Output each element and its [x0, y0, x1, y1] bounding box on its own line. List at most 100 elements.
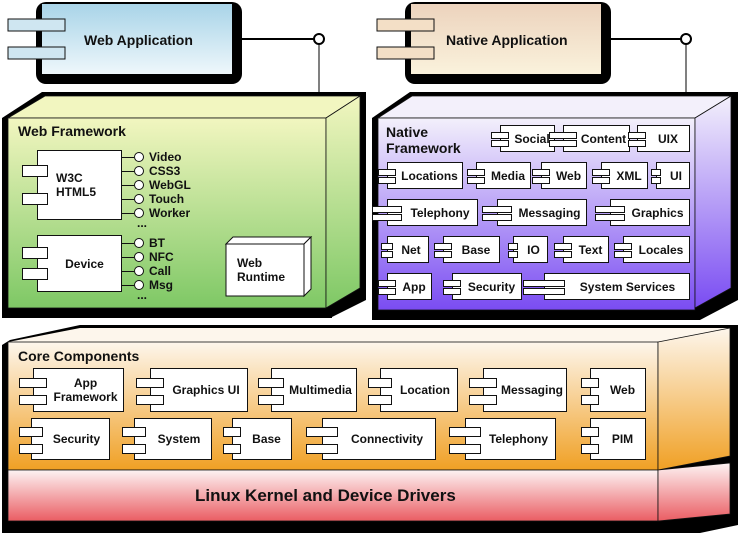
component-label: Messaging: [518, 205, 581, 220]
core-component-pim[interactable]: PIM: [590, 418, 646, 460]
component-tab-icon: [378, 287, 396, 295]
component-tab-icon: [581, 395, 599, 406]
component-tab-icon: [378, 279, 396, 287]
component-tab-icon: [549, 139, 577, 147]
component-tab-icon: [136, 395, 164, 406]
component-label: Multimedia: [289, 383, 352, 397]
component-tab-icon: [19, 444, 43, 455]
core-component-multimedia[interactable]: Multimedia: [271, 368, 357, 412]
component-tab-icon: [434, 250, 452, 258]
component-tab-icon: [592, 176, 610, 184]
component-tab-icon: [449, 427, 481, 438]
web-runtime-label: Web Runtime: [237, 256, 285, 284]
component-tab-icon: [469, 395, 497, 406]
component-label: Graphics: [631, 205, 684, 220]
component-label: Location: [400, 383, 450, 397]
component-tab-icon: [554, 242, 572, 250]
interface-lollipop-icon: [134, 208, 144, 218]
component-tab-icon: [449, 444, 481, 455]
component-tab-icon: [122, 444, 146, 455]
interface-lollipop-icon: [134, 194, 144, 204]
component-label: System Services: [579, 279, 676, 294]
native-component-net[interactable]: Net: [387, 236, 429, 263]
component-tab-icon: [443, 287, 461, 295]
component-tab-icon: [508, 250, 518, 258]
component-label: Base: [461, 242, 491, 257]
component-tab-icon: [523, 279, 565, 287]
core-component-system[interactable]: System: [134, 418, 212, 460]
component-tab-icon: [581, 427, 599, 438]
native-component-locales[interactable]: Locales: [623, 236, 690, 263]
component-label: Security: [467, 279, 516, 294]
device-component[interactable]: Device: [37, 235, 122, 292]
core-component-location[interactable]: Location: [380, 368, 458, 412]
component-tab-icon: [482, 205, 512, 213]
core-component-graphics-ui[interactable]: Graphics UI: [150, 368, 248, 412]
component-label: Content: [580, 131, 627, 146]
component-label: Net: [401, 242, 421, 257]
component-tab-icon: [306, 444, 338, 455]
component-label: Telephony: [488, 432, 549, 446]
component-label: Telephony: [410, 205, 470, 220]
component-tab-icon: [628, 131, 646, 139]
component-tab-icon: [372, 213, 402, 221]
component-tab-icon: [19, 377, 47, 388]
component-tab-icon: [136, 377, 164, 388]
component-label: UI: [670, 168, 682, 183]
component-tab-icon: [592, 168, 610, 176]
html5-label: HTML5: [56, 185, 96, 199]
component-tab-icon: [223, 427, 241, 438]
web-runtime-node[interactable]: [225, 236, 315, 298]
native-component-locations[interactable]: Locations: [387, 162, 463, 189]
native-application-label: Native Application: [446, 32, 568, 48]
interface-lollipop-icon: [134, 152, 144, 162]
component-tab-icon: [19, 395, 47, 406]
component-label: Base: [252, 432, 281, 446]
native-component-security[interactable]: Security: [452, 273, 522, 300]
native-component-messaging[interactable]: Messaging: [497, 199, 587, 226]
core-component-messaging[interactable]: Messaging: [483, 368, 567, 412]
component-tab-icon: [628, 139, 646, 147]
native-component-ui[interactable]: UI: [656, 162, 690, 189]
component-label: Security: [52, 432, 101, 446]
component-tab-icon: [368, 377, 392, 388]
component-label: PIM: [611, 432, 634, 446]
component-label: Text: [578, 242, 603, 257]
component-tab-icon: [372, 205, 402, 213]
interface-lollipop-icon: [134, 280, 144, 290]
component-label: Messaging: [500, 383, 563, 397]
component-tab-icon: [378, 168, 396, 176]
native-application-shape: [376, 2, 692, 95]
native-component-system-services[interactable]: System Services: [544, 273, 690, 300]
component-tab-icon: [467, 168, 485, 176]
web-application-shape: [7, 2, 325, 95]
more-interfaces-ellipsis: ...: [137, 216, 148, 230]
component-tab-icon: [381, 250, 393, 258]
component-label: Locales: [638, 242, 684, 257]
core-component-security[interactable]: Security: [31, 418, 110, 460]
native-component-graphics[interactable]: Graphics: [610, 199, 690, 226]
component-tab-icon: [122, 427, 146, 438]
native-component-uix[interactable]: UIX: [637, 125, 690, 152]
component-tab-icon: [467, 176, 485, 184]
component-tab-icon: [554, 250, 572, 258]
component-label: Connectivity: [350, 432, 423, 446]
component-tab-icon: [19, 427, 43, 438]
core-component-web[interactable]: Web: [590, 368, 646, 412]
core-component-base[interactable]: Base: [232, 418, 292, 460]
interface-webgl: WebGL: [122, 178, 191, 192]
interface-lollipop-icon: [134, 180, 144, 190]
native-component-base[interactable]: Base: [443, 236, 500, 263]
component-tab-icon: [491, 139, 509, 147]
component-tab-icon: [378, 176, 396, 184]
native-component-telephony[interactable]: Telephony: [387, 199, 478, 226]
component-tab-icon: [258, 377, 284, 388]
native-component-io[interactable]: IO: [513, 236, 548, 263]
component-tab-icon: [443, 279, 461, 287]
web-framework-title: Web Framework: [18, 123, 126, 139]
component-tab-icon: [482, 213, 512, 221]
component-label: IO: [527, 242, 540, 257]
core-component-connectivity[interactable]: Connectivity: [322, 418, 436, 460]
w3c-html5-component[interactable]: W3C HTML5: [37, 150, 122, 220]
